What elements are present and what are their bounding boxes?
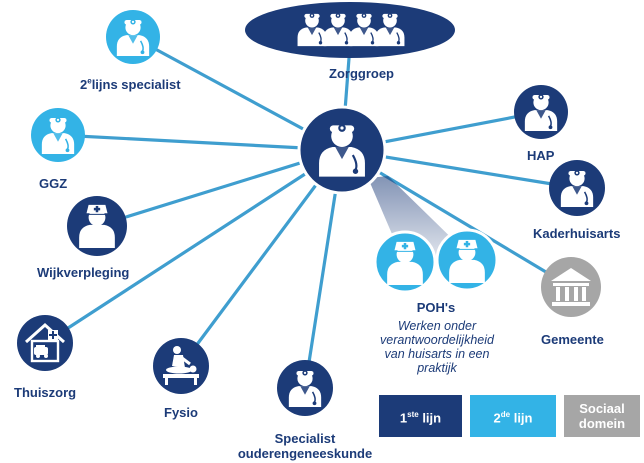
legend-first-rest: lijn (418, 410, 442, 426)
legend-first-line: 1ste lijn (379, 395, 462, 437)
gemeente-node (541, 257, 601, 317)
legend-second-line: 2de lijn (470, 395, 556, 437)
note-line2: verantwoordelijkheid (380, 333, 494, 347)
specialist-ouderen-label: Specialist ouderengeneeskunde (232, 431, 378, 461)
note-line4: praktijk (417, 361, 457, 375)
wijkverpleging-label: Wijkverpleging (37, 265, 130, 280)
poh-label: POH's (416, 300, 456, 315)
label-prefix: 2 (80, 77, 88, 92)
thuiszorg-label: Thuiszorg (14, 385, 77, 400)
note-line3: van huisarts in een (384, 347, 490, 361)
note-line1: Werken onder (397, 319, 477, 333)
legend-first-sup: ste (407, 409, 419, 419)
hap-label: HAP (527, 148, 555, 163)
legend-second-sup: de (500, 409, 511, 419)
legend-first-num: 1 (399, 410, 408, 426)
hap-node (514, 85, 568, 139)
legend-social-line2: domein (578, 416, 626, 431)
2e-lijns-specialist-node (106, 10, 160, 64)
poh-node (373, 228, 499, 294)
line-thuiszorg (43, 148, 344, 345)
fysio-label: Fysio (164, 405, 198, 420)
zorggroep-node (245, 2, 455, 58)
label-line2: ouderengeneeskunde (237, 446, 373, 461)
ggz-label: GGZ (39, 176, 68, 191)
zorggroep-label: Zorggroep (329, 66, 394, 81)
legend-social-domain: Sociaal domein (564, 395, 640, 437)
ggz-node (31, 108, 85, 162)
line-ggz (56, 133, 344, 152)
label-rest: lijns specialist (91, 77, 181, 92)
legend-social-line1: Sociaal (579, 401, 625, 416)
huisarts-center-node (297, 105, 387, 195)
kaderhuisarts-node (549, 160, 605, 216)
label-sup: e (87, 76, 92, 86)
poh-note: Werken onder verantwoordelijkheid van hu… (352, 319, 522, 375)
legend-second-num: 2 (493, 410, 501, 426)
wijkverpleging-node (67, 196, 127, 256)
gemeente-label: Gemeente (541, 332, 604, 347)
kaderhuisarts-label: Kaderhuisarts (533, 226, 621, 241)
legend-second-rest: lijn (510, 410, 533, 426)
specialist-ouderen-node (277, 360, 333, 416)
label-line1: Specialist (274, 431, 336, 446)
line-fysio (179, 148, 344, 368)
2e-lijns-specialist-label: 2elijns specialist (80, 77, 181, 92)
thuiszorg-node (17, 315, 73, 371)
fysio-node (153, 338, 209, 394)
